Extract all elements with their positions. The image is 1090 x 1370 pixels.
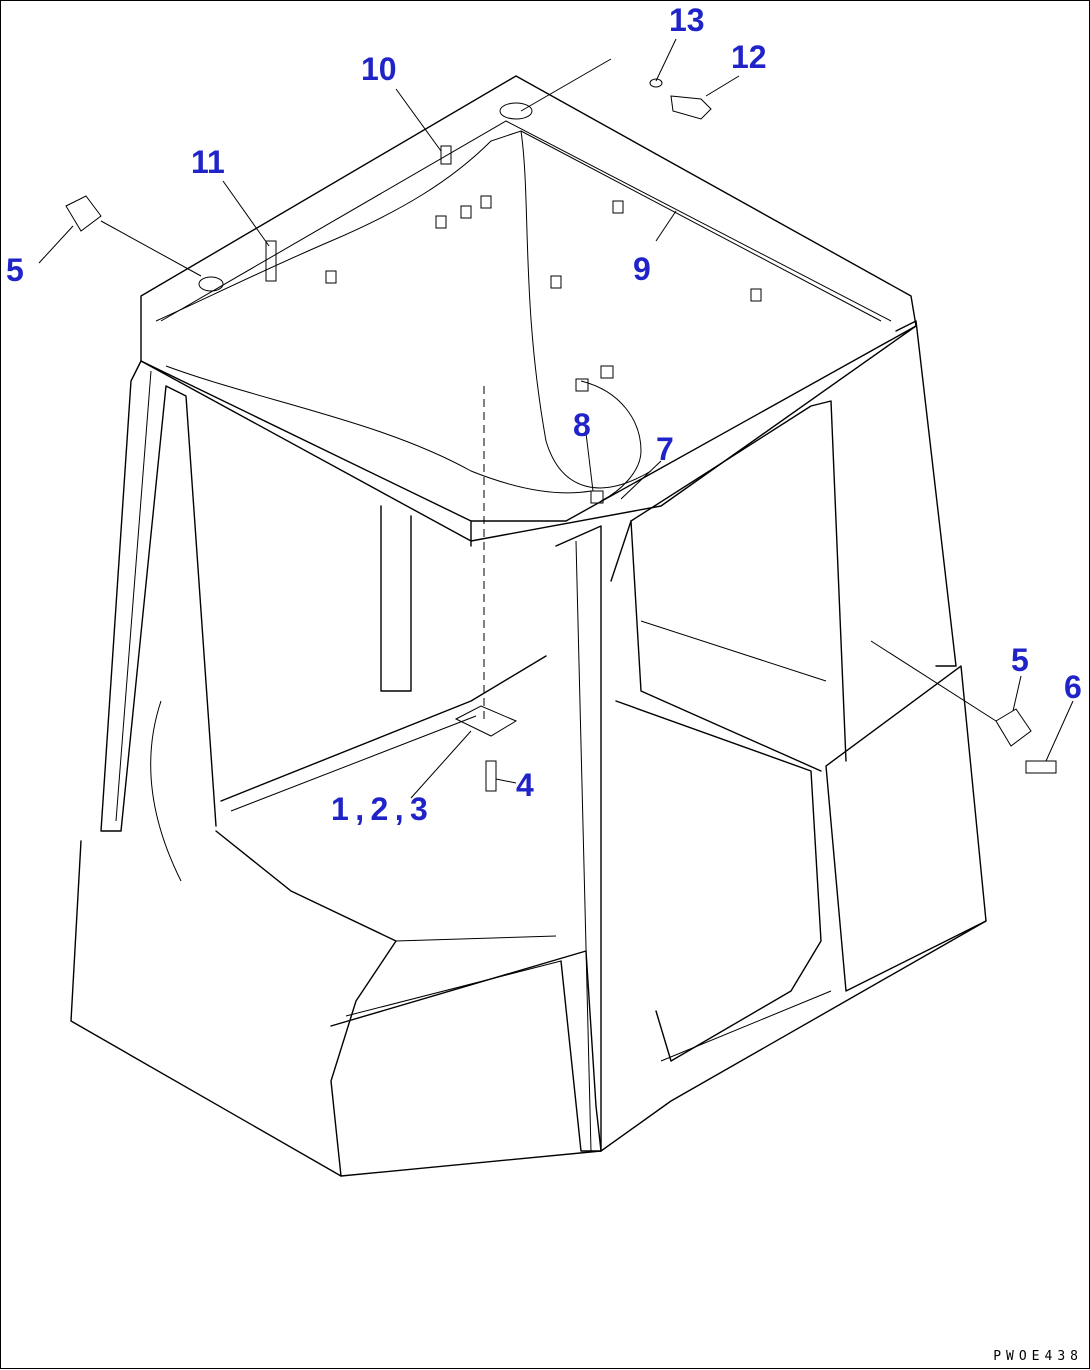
callout-8: 8 [573, 407, 591, 443]
callout-11: 11 [191, 144, 225, 180]
callout-13: 13 [669, 2, 705, 38]
roof-inner-rim [160, 120, 892, 322]
right-window-inner [640, 620, 827, 682]
drawing-code: PWOE438 [993, 1349, 1083, 1364]
leader-13 [655, 38, 677, 82]
roof-wire-front [165, 365, 592, 494]
windshield-bottom-inner [230, 715, 477, 812]
clip-11 [265, 240, 277, 282]
leader-hinge-right [870, 640, 997, 722]
callout-9: 9 [633, 251, 651, 287]
floor-rear [395, 935, 557, 942]
leader-5-left [38, 225, 74, 264]
roof-wire-branch [580, 380, 642, 502]
bolt-12 [670, 95, 712, 120]
roof-wire-right [520, 130, 882, 322]
connector-g [325, 270, 337, 284]
right-pillar [895, 320, 957, 667]
hinge-right [995, 708, 1032, 747]
callout-10: 10 [361, 51, 397, 87]
leader-123 [410, 730, 472, 799]
leader-hinge-left [100, 220, 202, 277]
windshield-bottom [220, 655, 547, 802]
left-pillar-inner [115, 370, 152, 822]
callout-5-right: 5 [1011, 642, 1029, 678]
callout-4: 4 [516, 767, 534, 803]
door-opening [615, 700, 822, 1062]
center-pillar-edge [575, 540, 592, 1152]
center-pillar [555, 525, 602, 1152]
roof-hole [499, 102, 533, 120]
leader-9 [655, 210, 677, 242]
roof-hole-left [198, 276, 224, 292]
bolt-4 [485, 760, 497, 792]
leader-11 [222, 180, 270, 247]
leader-6 [1045, 700, 1074, 762]
right-window [630, 520, 822, 772]
left-side-wire [150, 700, 182, 882]
leader-8 [585, 432, 594, 492]
callout-1-2-3: 1 , 2 , 3 [331, 791, 428, 827]
floor-bracket [454, 705, 518, 737]
connector-a [612, 200, 624, 214]
leader-12 [705, 75, 740, 97]
hinge-left [65, 195, 102, 232]
windshield-left [380, 505, 412, 692]
leader-10 [395, 88, 442, 152]
callout-5-left: 5 [6, 252, 24, 288]
washer-13 [649, 78, 663, 88]
door-sill [660, 990, 832, 1062]
leader-7 [620, 460, 662, 500]
connector-h [575, 378, 589, 392]
connector-d [435, 215, 447, 229]
callout-6: 6 [1064, 669, 1082, 705]
left-lower-body [70, 830, 397, 1177]
leader-roof-12 [520, 58, 612, 112]
roof-outline [140, 75, 917, 542]
left-pillar [100, 360, 217, 832]
front-lower-panel [330, 950, 602, 1177]
leader-4 [495, 778, 517, 784]
connector-b [750, 288, 762, 302]
connector-i [600, 365, 614, 379]
clip-10 [440, 145, 452, 165]
bolt-6 [1025, 760, 1057, 774]
connector-c [550, 275, 562, 289]
callout-7: 7 [656, 431, 674, 467]
leader-5-right [1012, 675, 1022, 712]
connector-j [590, 490, 604, 504]
connector-e [460, 205, 472, 219]
right-rear-panel [825, 665, 987, 992]
floor-edge [345, 960, 562, 1017]
right-door-frame [610, 400, 847, 762]
callout-12: 12 [731, 39, 767, 75]
right-lower-body [600, 920, 987, 1152]
roof-edge-right [470, 325, 917, 522]
connector-f [480, 195, 492, 209]
